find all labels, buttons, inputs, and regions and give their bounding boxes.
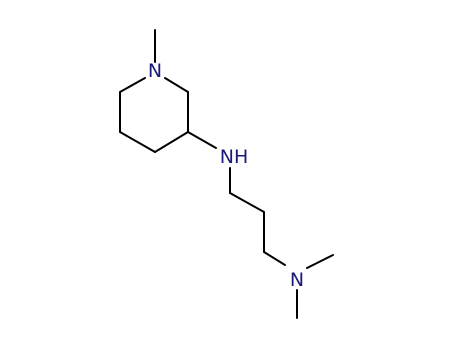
bond-ring-n-to-c2 <box>164 77 189 93</box>
bond-c6-to-ring-n <box>119 77 146 93</box>
bond-c4-to-c5 <box>119 131 156 153</box>
bond-nme2-to-methyl-a <box>306 254 334 269</box>
atom-label-ring-n: N <box>148 60 162 82</box>
bond-c3-to-nh <box>187 131 217 149</box>
bond-chain-c3-to-nme2 <box>263 251 286 266</box>
bond-c3-to-c4 <box>154 131 189 153</box>
atom-label-amine-nh: NH <box>220 146 249 168</box>
atom-label-dimethyl-n: N <box>290 269 304 291</box>
bond-chain-c1-to-c2 <box>229 192 265 213</box>
